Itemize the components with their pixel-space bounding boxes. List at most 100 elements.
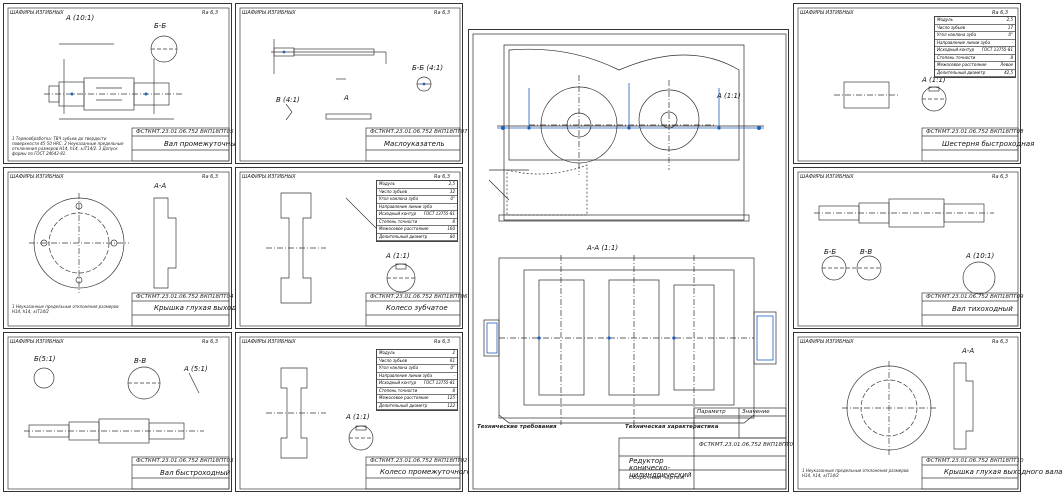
drawing-sheet-oil-gauge[interactable]: ШАФИРЫ ИЗГИБНЫХ Ra 6,3 Б-Б (4:1) В (4:1)… [235,3,468,164]
roughness-label: Ra 6,3 [434,10,451,16]
view-label-section: А-А (1:1) [587,244,619,252]
spec-header-value: Значение [742,409,770,415]
technical-notes: 1 Неуказанные предельные отклонения разм… [802,468,909,478]
drawing-code: ФСТКМТ.23.01.06.752 ВКП18ПТ03 [136,458,234,464]
sheet-corner-label: ШАФИРЫ ИЗГИБНЫХ [800,10,854,16]
drawing-code: ФСТКМТ.23.01.06.752 ВКП18ПТ04 [136,294,234,300]
drawing-title: Шестерня быстроходная [942,140,1035,148]
sheet-corner-label: ШАФИРЫ ИЗГИБНЫХ [242,174,296,180]
drawing-title: Вал быстроходный [160,469,231,477]
roughness-label: Ra 6,3 [434,174,451,180]
param-row: Направление линии зуба- [935,40,1015,47]
fast-shaft-drawing [7,336,230,490]
drawing-sheet-intermediate-shaft[interactable]: ШАФИРЫ ИЗГИБНЫХ Ra 6,3 А (10:1) Б-Б 1 Те… [3,3,240,164]
technical-notes: 1 Термообработка: ТВЧ зубьев до твердост… [12,136,124,156]
roughness-label: Ra 6,3 [202,174,219,180]
roughness-label: Ra 6,3 [202,10,219,16]
view-label-section: Б-Б [154,22,167,30]
view-label-b: Б(5:1) [34,355,56,363]
drawing-title: Вал тихоходный [952,305,1013,313]
roughness-label: Ra 6,3 [992,10,1009,16]
sheet-corner-label: ШАФИРЫ ИЗГИБНЫХ [800,339,854,345]
sheet-corner-label: ШАФИРЫ ИЗГИБНЫХ [242,10,296,16]
drawing-title: Маслоуказатель [384,140,445,148]
view-label-section-v: В-В [860,248,873,256]
view-label-a: А (1:1) [717,92,741,100]
drawing-code: ФСТКМТ.23.01.06.752 ВКП18ПТ05 [136,129,234,135]
drawing-code: ФСТКМТ.23.01.06.752 ВКП18ПТ07 [370,129,468,135]
drawing-title: Редуктор коническо-цилиндрический [629,457,692,479]
view-label-section: В-В [134,357,147,365]
drawing-title: Крышка глухая выходного вала [154,304,273,312]
end-cap-2-drawing [797,336,1019,490]
sheet-corner-label: ШАФИРЫ ИЗГИБНЫХ [10,174,64,180]
view-label-a: А (5:1) [184,365,208,373]
drawing-sheet-slow-shaft[interactable]: ШАФИРЫ ИЗГИБНЫХ Ra 6,3 Б-Б В-В А (10:1) … [793,167,1024,329]
view-label-a: А (1:1) [922,76,946,84]
roughness-label: Ra 6,3 [202,339,219,345]
view-label-section: А-А [962,347,975,355]
roughness-label: Ra 6,3 [992,339,1009,345]
gearbox-assembly-drawing [472,33,787,490]
tech-requirements-title: Технические требования [477,424,557,430]
view-label-a: А (1:1) [346,413,370,421]
oil-gauge-drawing [239,7,461,162]
intermediate-gear-drawing [239,336,461,490]
drawing-code: ФСТКМТ.23.01.06.752 ВКП18ПТ09 [926,294,1024,300]
drawing-sheet-end-cap[interactable]: ШАФИРЫ ИЗГИБНЫХ Ra 6,3 А-А 1 Неуказанные… [3,167,272,329]
drawing-sheet-assembly[interactable]: А-А (1:1) А (1:1) Техническая характерис… [468,29,804,492]
view-label-section: Б-Б (4:1) [412,64,444,72]
view-label-a: А (10:1) [66,14,95,22]
param-row: Направление линии зуба- [377,204,457,211]
drawing-sheet-end-cap-2[interactable]: ШАФИРЫ ИЗГИБНЫХ Ra 6,3 А-А 1 Неуказанные… [793,332,1062,492]
sheet-corner-label: ШАФИРЫ ИЗГИБНЫХ [800,174,854,180]
slow-shaft-drawing [797,171,1019,327]
tech-characteristics-title: Техническая характеристика [625,424,719,430]
view-label-section-b: Б-Б [824,248,837,256]
sheet-corner-label: ШАФИРЫ ИЗГИБНЫХ [10,10,64,16]
drawing-title: Крышка глухая выходного вала [944,468,1062,476]
drawing-code: ФСТКМТ.23.01.06.752 ВКП18ПТ02 [370,458,468,464]
drawing-code: ФСТКМТ.23.01.06.752 ВКП18ПТ08 [926,129,1024,135]
shaft-drawing [7,7,230,162]
drawing-title: Колесо зубчатое [386,304,448,312]
drawing-code: ФСТКМТ.23.01.06.752 ВКП18ПТ06 [370,294,468,300]
view-label-a: А [344,94,349,102]
fast-pinion-drawing [797,7,1019,162]
view-label-b: В (4:1) [276,96,300,104]
drawing-title: Вал промежуточный [164,140,241,148]
param-row: Направление линии зуба- [377,373,457,380]
drawing-code: ФСТКМТ.23.01.06.752 ВКП18ПТ00СБ [699,442,805,448]
roughness-label: Ra 6,3 [434,339,451,345]
drawing-subtitle: Сборочный чертеж [629,475,685,481]
drawing-sheet-fast-shaft[interactable]: ШАФИРЫ ИЗГИБНЫХ Ra 6,3 Б(5:1) В-В А (5:1… [3,332,234,492]
view-label-a: А (10:1) [966,252,995,260]
view-label-section: А-А [154,182,167,190]
end-cap-drawing [7,171,230,327]
